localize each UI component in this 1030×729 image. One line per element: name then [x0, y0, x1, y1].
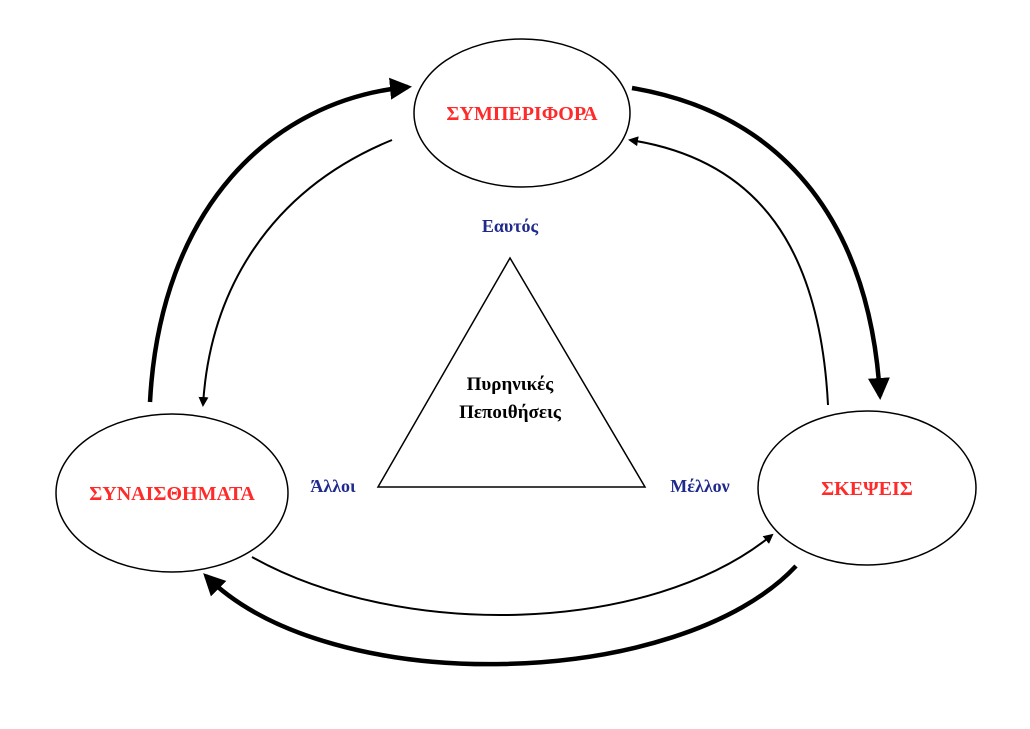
node-thoughts-ellipse	[757, 410, 977, 566]
node-emotions-ellipse	[55, 413, 289, 573]
arrow-thoughts-to-behavior	[628, 136, 829, 406]
arrow-emotions-to-behavior	[147, 77, 412, 403]
arrow-behavior-to-emotions	[198, 139, 393, 407]
vertex-label-others: Άλλοι	[310, 476, 356, 496]
node-behavior-ellipse	[413, 38, 631, 188]
node-thoughts: ΣΚΕΨΕΙΣ	[757, 410, 977, 566]
core-beliefs-line1: Πυρηνικές	[467, 374, 555, 395]
node-emotions: ΣΥΝΑΙΣΘΗΜΑΤΑ	[55, 413, 289, 573]
node-thoughts-label: ΣΚΕΨΕΙΣ	[821, 478, 913, 500]
arrow-thoughts-to-emotions	[203, 564, 798, 667]
vertex-label-self: Εαυτός	[482, 216, 539, 236]
triangle-shape	[376, 256, 647, 488]
node-behavior-label: ΣΥΜΠΕΡΙΦΟΡΑ	[446, 103, 598, 125]
core-beliefs-line2: Πεποιθήσεις	[459, 402, 562, 423]
arrow-behavior-to-thoughts	[631, 85, 890, 400]
node-emotions-label: ΣΥΝΑΙΣΘΗΜΑΤΑ	[89, 483, 255, 505]
arrow-emotions-to-thoughts	[251, 533, 774, 616]
core-beliefs-triangle: Πυρηνικές Πεποιθήσεις	[376, 256, 647, 488]
node-behavior: ΣΥΜΠΕΡΙΦΟΡΑ	[413, 38, 631, 188]
vertex-label-future: Μέλλον	[670, 476, 729, 496]
